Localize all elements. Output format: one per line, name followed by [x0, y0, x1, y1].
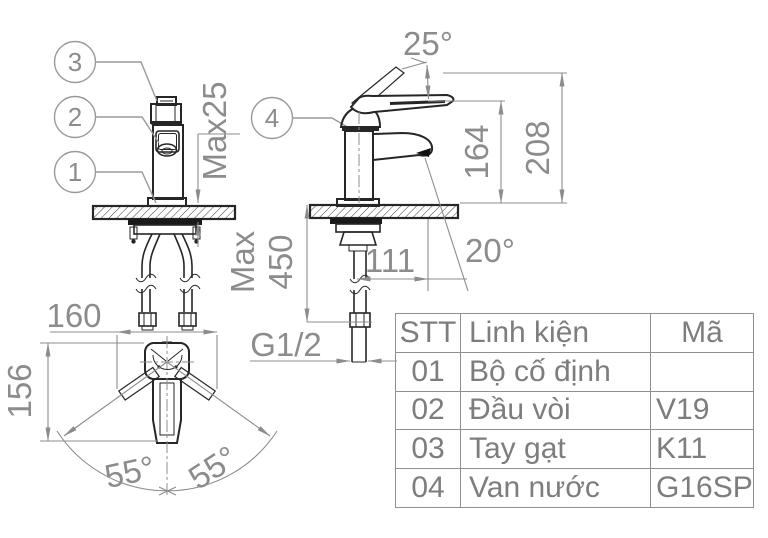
dim-text-max: Max — [224, 230, 261, 293]
header-ma: Mã — [650, 313, 754, 353]
gasket — [128, 219, 202, 225]
leader-line-3 — [96, 61, 158, 102]
dim-text-max25: Max25 — [196, 81, 233, 180]
callout-circle-4 — [250, 96, 294, 140]
supply-pipe — [349, 251, 371, 363]
top-view — [117, 336, 217, 498]
top-head-inner-arc — [152, 354, 183, 370]
top-dimensions: 160 156 55° 55° — [1, 297, 278, 496]
cell-code: K11 — [650, 429, 754, 470]
table-row: 02 Đầu vòi V19 — [395, 390, 754, 431]
callout-number-1: 1 — [68, 157, 82, 187]
cell-code — [650, 351, 754, 392]
table-row: 01 Bộ cố định — [395, 351, 754, 392]
aerator-outline — [156, 143, 178, 157]
dim-text-g12: G1/2 — [250, 326, 322, 363]
callout-circle-2 — [53, 95, 97, 139]
dim-text-164: 164 — [458, 124, 495, 179]
handle-swing-right — [173, 366, 217, 401]
top-spout-outline — [152, 378, 182, 444]
leader-line-2 — [96, 116, 160, 144]
cell-stt: 01 — [395, 351, 461, 392]
handle-swing-left — [117, 366, 161, 401]
dim-text-208: 208 — [519, 120, 556, 175]
cell-part: Bộ cố định — [460, 351, 651, 392]
spout-outlet — [416, 148, 431, 157]
dim-text-55-left: 55° — [101, 448, 158, 495]
dim-max25: Max25 — [195, 81, 240, 247]
cell-part: Tay gạt — [460, 429, 651, 470]
side-counter-slab — [308, 203, 460, 220]
dim-text-55-right: 55° — [182, 438, 244, 496]
callout-circle-3 — [53, 40, 97, 84]
parts-table: STT Linh kiện Mã 01 Bộ cố định 02 Đầu vò… — [395, 313, 754, 508]
side-gasket — [330, 218, 382, 224]
hose-break-marks — [135, 273, 201, 294]
swing-arc — [56, 430, 278, 492]
dim-text-25deg: 25° — [403, 25, 453, 62]
cell-stt: 02 — [395, 390, 461, 431]
cell-code: V19 — [650, 390, 754, 431]
front-view — [91, 96, 237, 331]
header-stt: STT — [395, 313, 461, 353]
callouts: 3 2 1 4 — [53, 40, 357, 204]
leader-line-1 — [96, 171, 157, 204]
spout-window — [155, 130, 180, 153]
table-row: 04 Van nước G16SP — [395, 468, 754, 508]
supply-hoses — [141, 233, 193, 312]
callout-circle-1 — [53, 150, 97, 194]
mounting-bracket — [133, 224, 197, 235]
callout-number-4: 4 — [265, 103, 279, 133]
spout-outline — [372, 131, 434, 162]
side-view — [308, 66, 460, 363]
dim-text-20deg: 20° — [465, 232, 515, 269]
table-header-row: STT Linh kiện Mã — [395, 313, 754, 353]
dim-text-450: 450 — [262, 234, 299, 289]
callout-number-3: 3 — [68, 47, 82, 77]
callout-number-2: 2 — [68, 102, 82, 132]
cell-stt: 04 — [395, 468, 461, 508]
dim-text-156: 156 — [1, 363, 38, 418]
side-dimensions: 164 208 25° 20° 111 Max 450 G1/2 — [224, 25, 567, 364]
dim-text-160: 160 — [46, 297, 101, 334]
cell-part: Van nước — [460, 468, 651, 508]
table-row: 03 Tay gạt K11 — [395, 429, 754, 470]
dim-text-111: 111 — [365, 242, 415, 279]
cell-code: G16SP — [650, 468, 754, 508]
hose-connectors — [138, 312, 197, 331]
header-linh-kien: Linh kiện — [460, 313, 651, 353]
cell-part: Đầu vòi — [460, 390, 651, 431]
cell-stt: 03 — [395, 429, 461, 470]
counter-slab — [91, 204, 237, 221]
